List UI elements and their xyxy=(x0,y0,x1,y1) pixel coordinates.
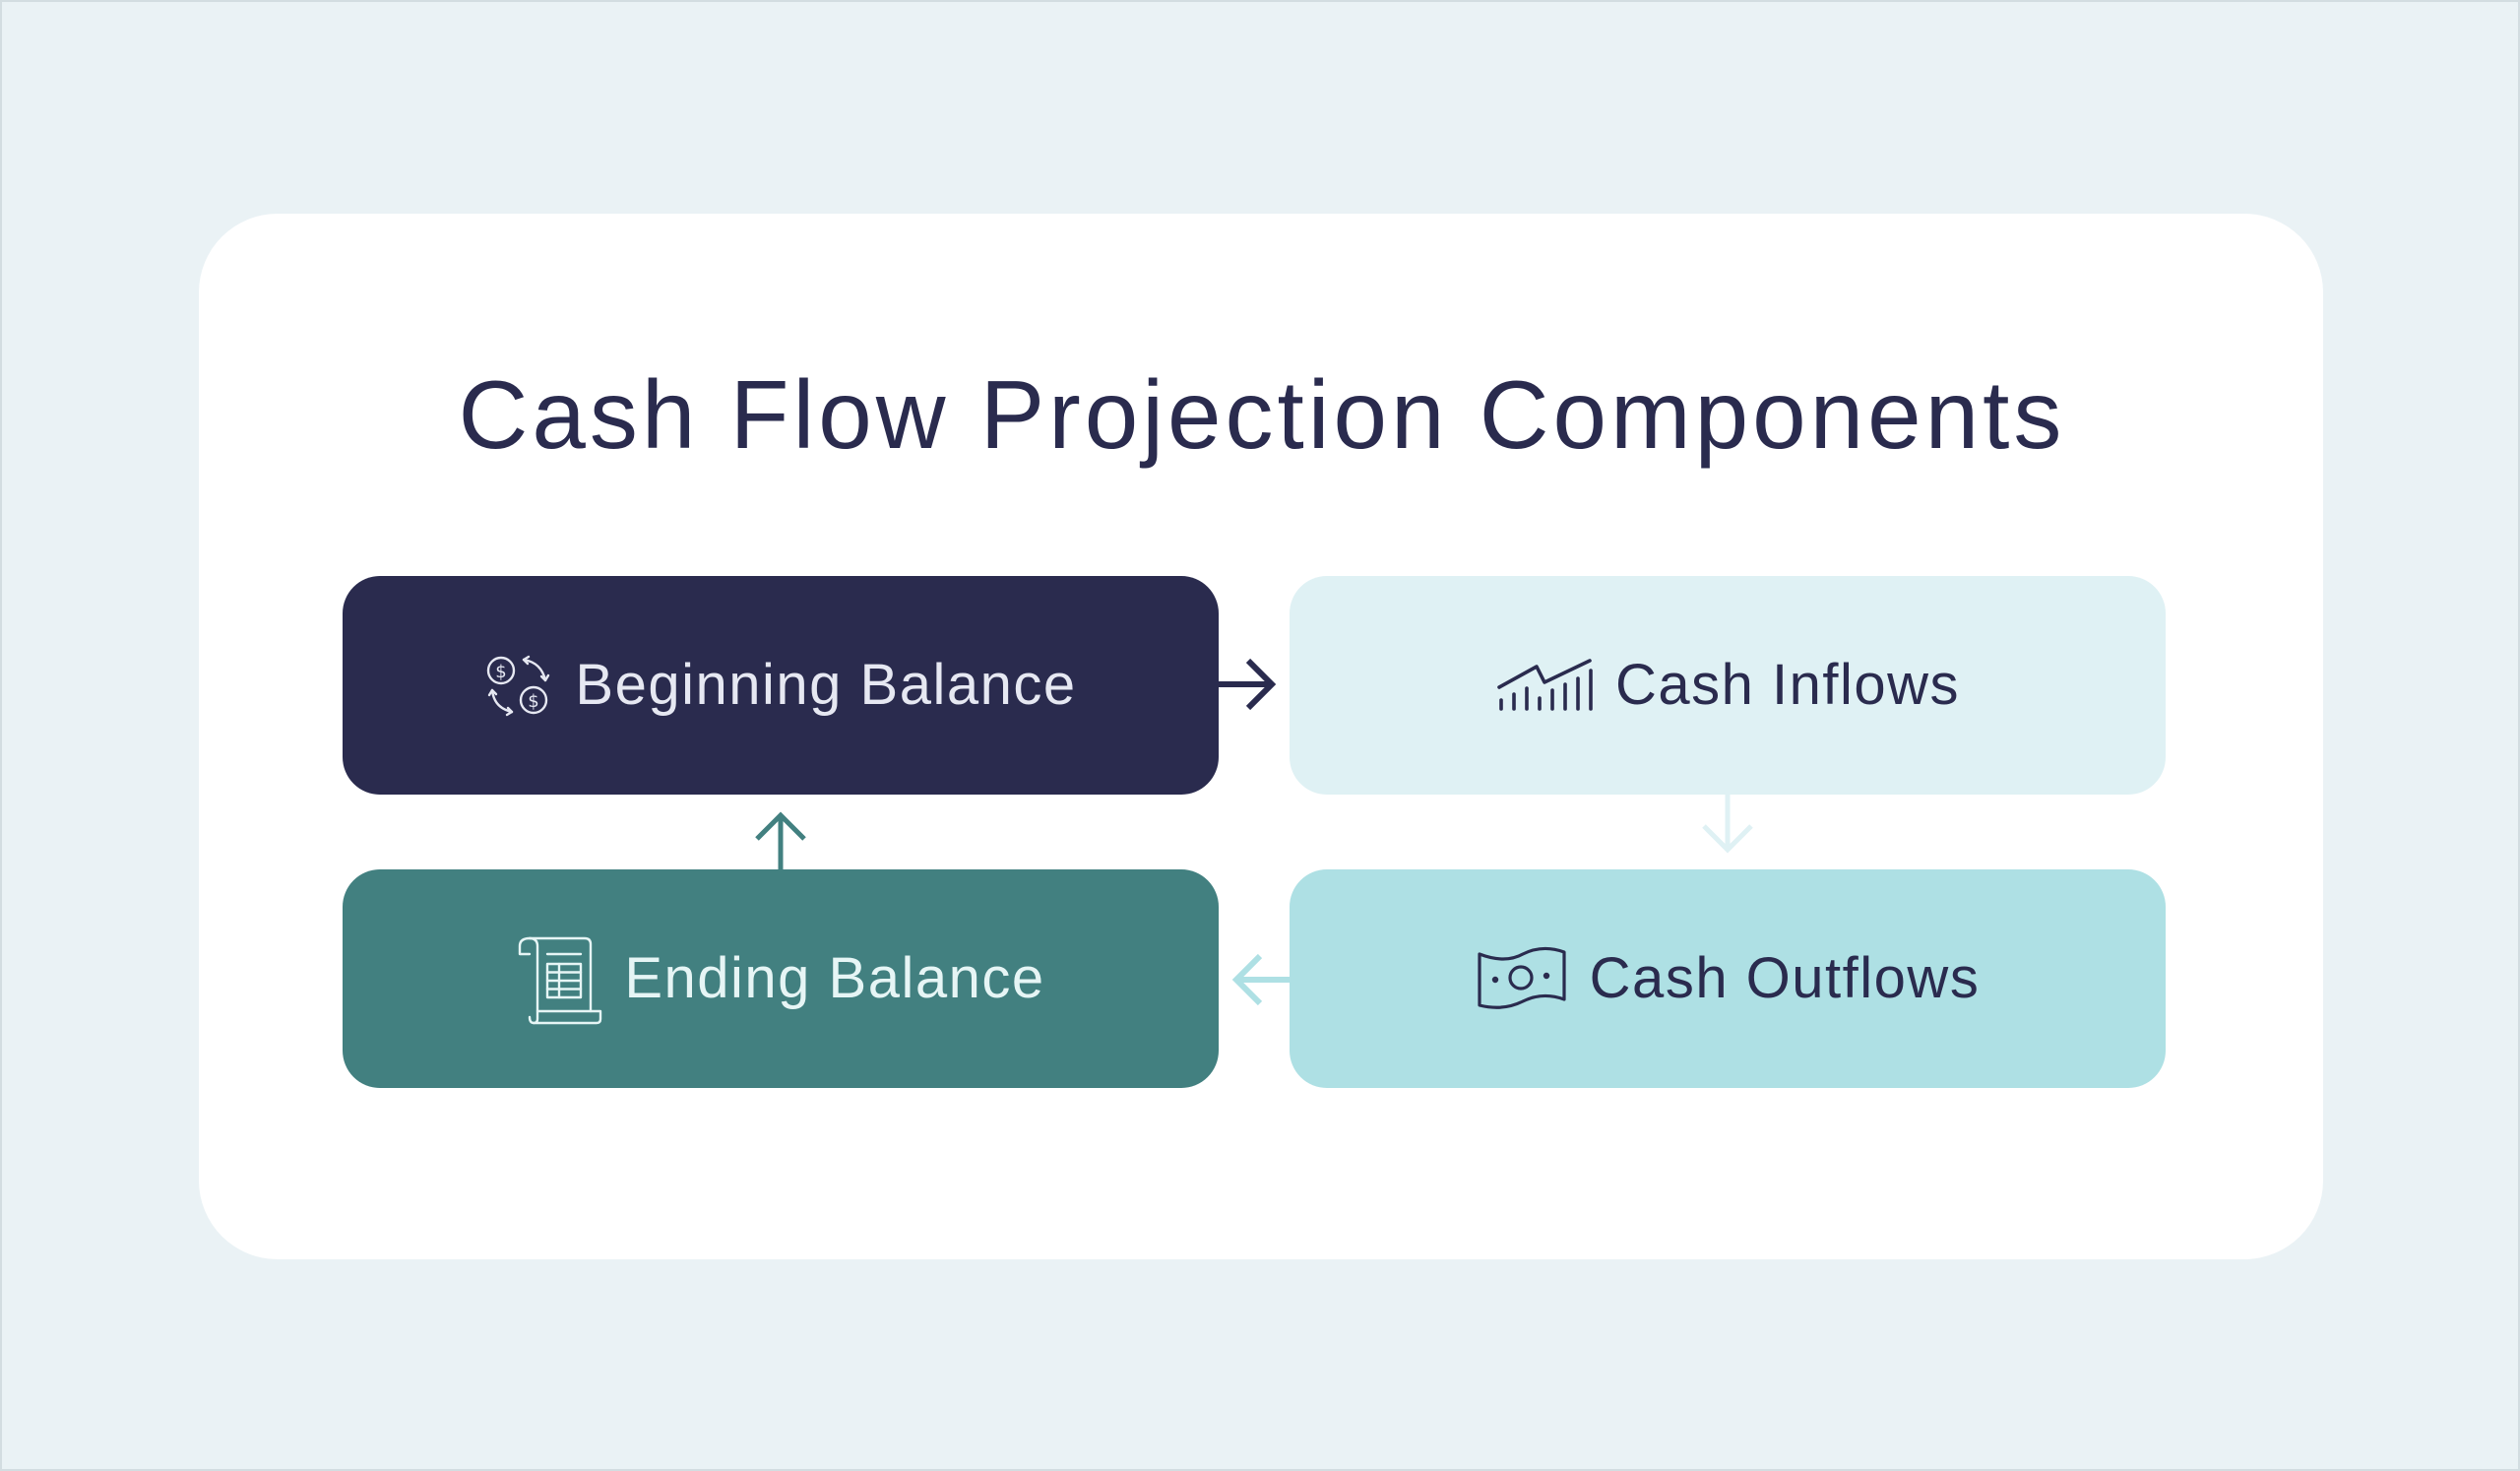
node-label: Cash Inflows xyxy=(1614,653,1961,717)
node-label: Beginning Balance xyxy=(575,653,1077,717)
arrow-left-icon xyxy=(1231,953,1290,1006)
node-label: Cash Outflows xyxy=(1589,946,1981,1010)
diagram-title: Cash Flow Projection Components xyxy=(458,360,2066,469)
node-cash-outflows[interactable]: Cash Outflows xyxy=(1290,869,2166,1088)
growth-chart-icon xyxy=(1495,659,1594,712)
svg-text:$: $ xyxy=(496,662,507,682)
banknote-icon xyxy=(1476,946,1568,1011)
node-label: Ending Balance xyxy=(624,946,1045,1010)
node-ending-balance[interactable]: Ending Balance xyxy=(343,869,1219,1088)
node-beginning-balance[interactable]: $ $ Beginning Balance xyxy=(343,576,1219,795)
node-cash-inflows[interactable]: Cash Inflows xyxy=(1290,576,2166,795)
arrow-up-icon xyxy=(755,811,806,870)
svg-text:$: $ xyxy=(529,691,539,712)
arrow-down-icon xyxy=(1702,795,1753,854)
ledger-scroll-icon xyxy=(516,932,602,1025)
dollar-exchange-icon: $ $ xyxy=(484,653,553,718)
arrow-right-icon xyxy=(1219,658,1277,711)
